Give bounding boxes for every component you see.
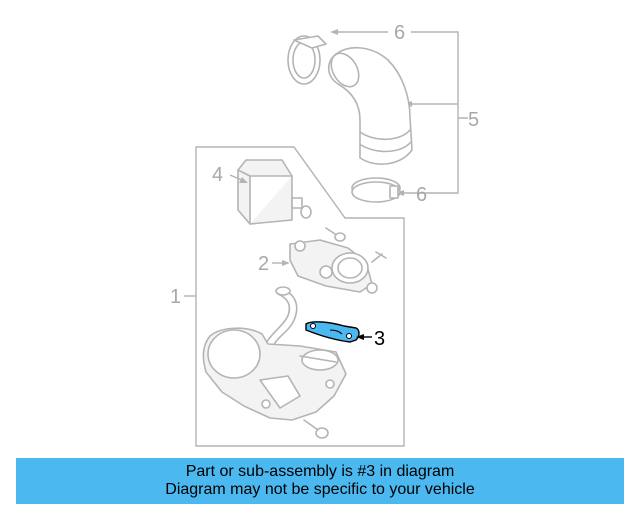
info-banner: Part or sub-assembly is #3 in diagram Di… xyxy=(16,458,624,504)
air-duct-part-5 xyxy=(327,47,413,165)
leader-bracket-5 xyxy=(398,31,468,194)
callout-5: 5 xyxy=(468,109,479,131)
callout-4: 4 xyxy=(212,164,223,186)
intake-pipe xyxy=(263,286,298,353)
banner-line-disclaimer: Diagram may not be specific to your vehi… xyxy=(165,481,475,498)
assembly-frame xyxy=(195,146,405,447)
bolt-small-upper xyxy=(325,227,346,242)
module-part-4 xyxy=(229,159,312,225)
clamp-part-6-top xyxy=(287,35,327,85)
parts-diagram: 1 2 3 4 5 6 6 xyxy=(170,22,479,447)
callout-1: 1 xyxy=(170,286,181,308)
callout-6-top: 6 xyxy=(394,22,405,44)
banner-line-part: Part or sub-assembly is #3 in diagram xyxy=(185,463,455,480)
gasket-part-3 xyxy=(305,321,372,343)
main-housing xyxy=(202,327,347,421)
callout-3: 3 xyxy=(374,328,385,350)
callout-2: 2 xyxy=(258,253,269,275)
bolt-bottom xyxy=(303,419,329,439)
clamp-part-6-bottom xyxy=(351,177,401,203)
arrow-6-top xyxy=(330,29,338,35)
throttle-body-part-2 xyxy=(272,239,387,294)
callout-6-bottom: 6 xyxy=(416,184,427,206)
